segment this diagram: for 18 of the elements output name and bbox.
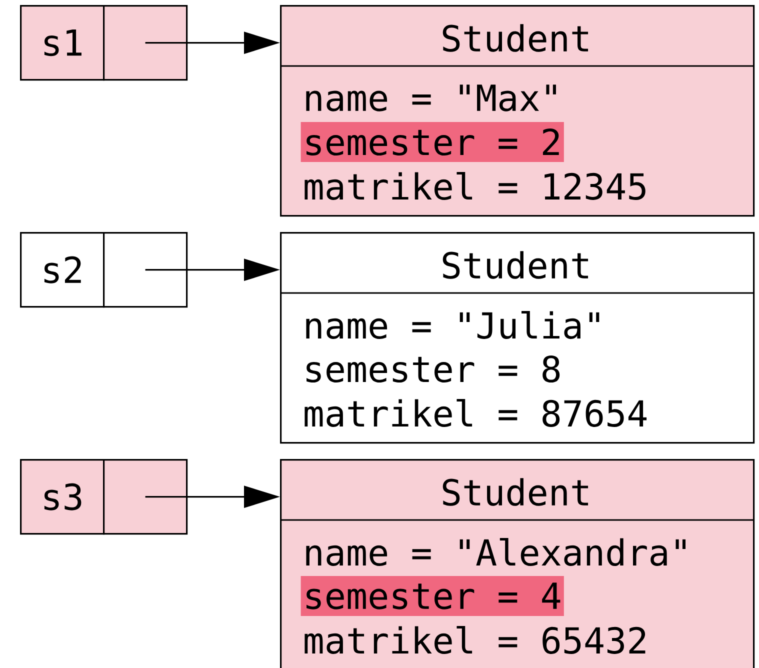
class-name: Student [442, 478, 588, 506]
field-text: semester = 8 [306, 355, 560, 383]
highlighted-field: semester = 2 [300, 122, 564, 162]
pointer-cell [103, 459, 188, 535]
field-text: name = "Julia" [306, 311, 600, 339]
field-text: name = "Alexandra" [306, 538, 686, 566]
variable-box: s2 [20, 232, 105, 308]
class-name: Student [442, 24, 588, 52]
field-text: matrikel = 87654 [304, 399, 647, 427]
variable-box: s1 [20, 5, 105, 81]
variable-box: s3 [20, 459, 105, 535]
field-text: matrikel = 12345 [304, 172, 646, 200]
class-name: Student [442, 251, 588, 279]
pointer-cell [103, 232, 188, 308]
highlighted-field: semester = 4 [300, 576, 564, 616]
pointer-cell [103, 5, 188, 81]
field-text: name = "Max" [306, 84, 556, 112]
field-text: matrikel = 65432 [304, 626, 646, 654]
